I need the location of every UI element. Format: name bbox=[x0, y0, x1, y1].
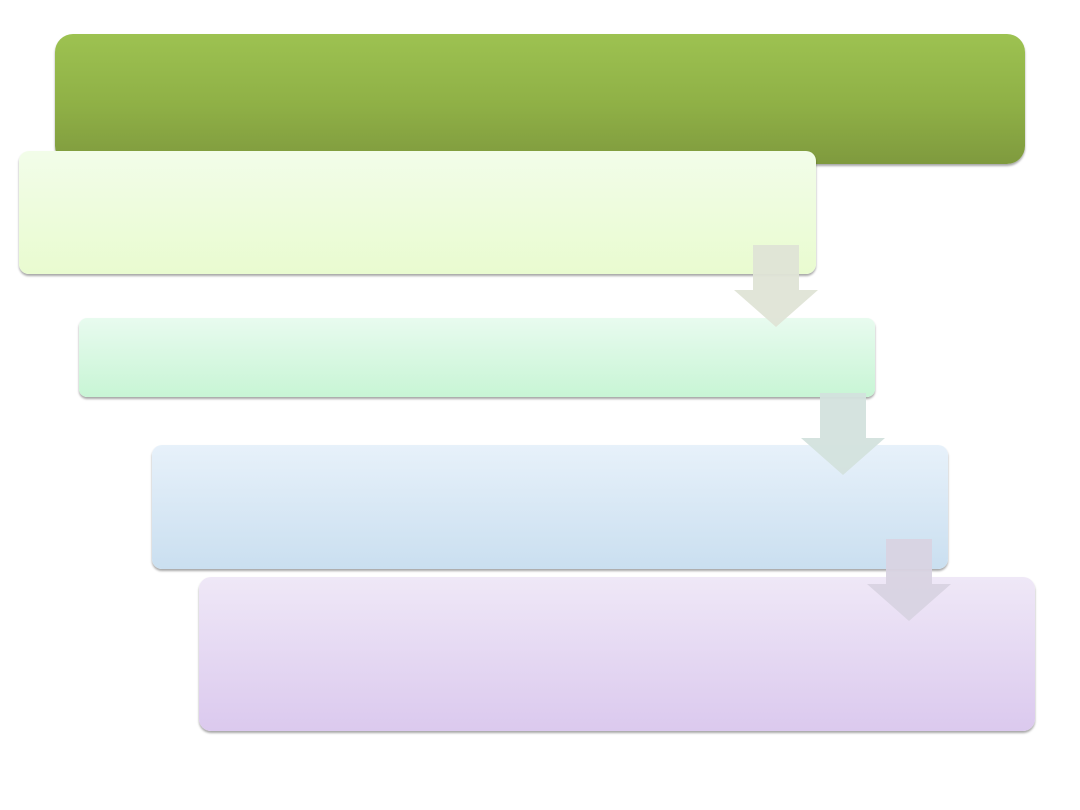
down-arrow-icon-1 bbox=[734, 245, 818, 327]
down-arrow-icon-2 bbox=[801, 393, 885, 475]
step-box-2 bbox=[79, 318, 875, 397]
down-arrow-icon-3 bbox=[867, 539, 951, 621]
step-box-3 bbox=[152, 445, 948, 569]
step-box-1 bbox=[19, 151, 816, 274]
diagram-title-box bbox=[55, 34, 1025, 164]
